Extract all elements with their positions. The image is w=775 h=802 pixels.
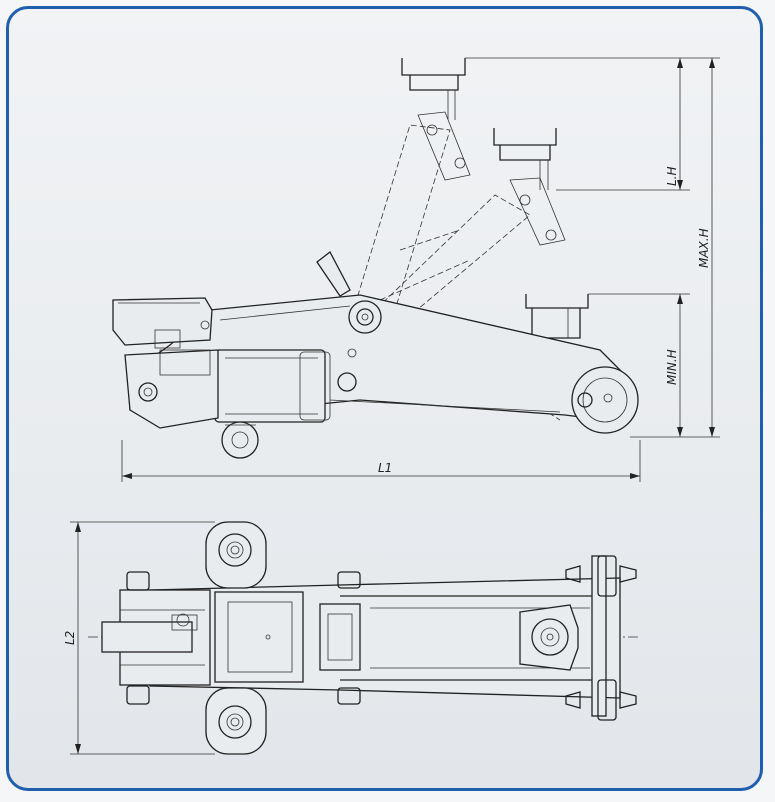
side-view: L.H MAX.H MIN.H L1 bbox=[112, 57, 720, 482]
hydraulic-cylinder bbox=[214, 349, 326, 423]
handle-socket-top bbox=[101, 589, 211, 686]
label-l1: L1 bbox=[378, 461, 392, 475]
rear-wheel-top-upper bbox=[205, 521, 267, 589]
top-view: L2 bbox=[63, 521, 640, 755]
front-wheel bbox=[571, 366, 639, 434]
saddle-min-height bbox=[525, 294, 589, 339]
label-l2: L2 bbox=[63, 631, 77, 645]
pivot-pin bbox=[348, 300, 382, 334]
rear-wheel-top-lower bbox=[205, 687, 267, 755]
dimension-lines-side bbox=[121, 57, 720, 482]
rear-caster-wheel bbox=[221, 421, 259, 459]
rear-base bbox=[124, 349, 219, 429]
handle-socket bbox=[112, 297, 213, 346]
release-lever bbox=[316, 251, 351, 297]
dimension-lines-top bbox=[70, 521, 215, 755]
label-lh: L.H bbox=[665, 166, 679, 186]
front-axle-top bbox=[565, 555, 637, 721]
label-maxh: MAX.H bbox=[697, 228, 711, 268]
saddle-mid-height bbox=[493, 128, 566, 246]
saddle-top bbox=[519, 604, 579, 671]
rear-bolts bbox=[126, 571, 361, 705]
cross-member bbox=[319, 603, 361, 671]
saddle-max-height bbox=[401, 58, 471, 181]
reservoir-top bbox=[214, 591, 304, 683]
label-minh: MIN.H bbox=[665, 349, 679, 385]
